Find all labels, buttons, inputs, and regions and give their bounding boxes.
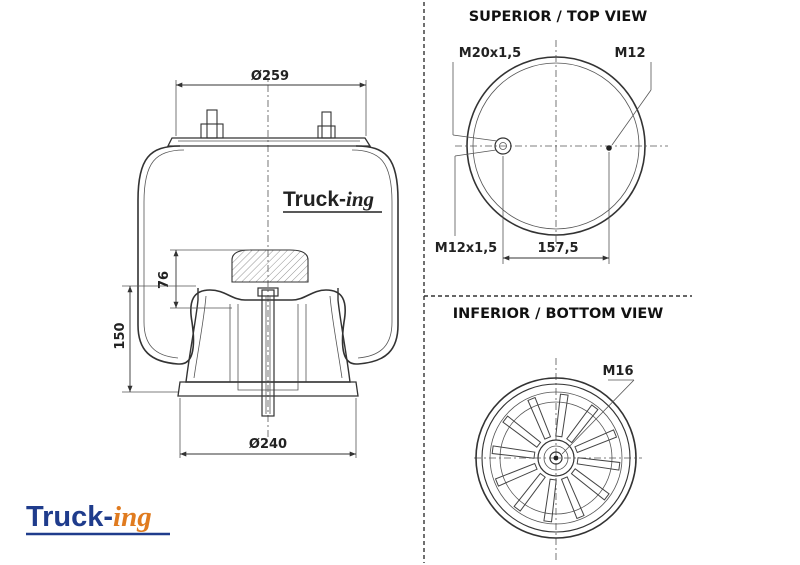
dim-top-diameter: Ø259: [175, 69, 367, 136]
piston-rib: [527, 396, 552, 440]
bottom-diameter-label: Ø240: [249, 437, 287, 452]
thread-small-top-label: M12: [614, 46, 645, 61]
top-diameter-label: Ø259: [251, 69, 289, 84]
side-view: Ø259 Ø240 76 150 Truck-ing: [113, 69, 399, 458]
height-150-label: 150: [113, 322, 128, 349]
piston-rib: [543, 478, 557, 523]
internal-bumper: [231, 249, 309, 283]
piston-ribs: [491, 393, 621, 523]
bolt-spacing-label: 157,5: [537, 241, 578, 256]
top-studs: [200, 109, 336, 139]
piston: [177, 287, 359, 417]
top-view: SUPERIOR / TOP VIEW M20x1,5 M12 M12x1,5 …: [435, 9, 668, 264]
brand-logo-text: Truck-ing: [26, 501, 152, 533]
piston-rib: [494, 462, 538, 487]
bottom-thread-label: M16: [602, 364, 633, 379]
bellow-logo: Truck-ing: [283, 187, 382, 213]
dim-bottom-diameter: Ø240: [179, 398, 357, 458]
piston-rib: [576, 457, 621, 471]
dim-76: 76: [157, 249, 250, 309]
bellow-outline: [137, 145, 399, 365]
brand-logo: Truck-ing: [26, 501, 170, 536]
top-view-header: SUPERIOR / TOP VIEW: [469, 9, 648, 25]
piston-rib: [574, 429, 618, 454]
piston-rib: [513, 472, 546, 512]
thread-large-label: M20x1,5: [459, 46, 521, 61]
bellow-logo-text: Truck-ing: [283, 187, 374, 211]
piston-rib: [555, 393, 569, 438]
dim-150: 150: [113, 285, 196, 393]
piston-rib: [560, 476, 585, 520]
piston-rib: [502, 415, 542, 448]
piston-rib: [566, 404, 599, 444]
bottom-view: INFERIOR / BOTTOM VIEW M16: [453, 306, 664, 560]
piston-rib: [491, 445, 536, 459]
thread-small-left-label: M12x1,5: [435, 241, 497, 256]
height-76-label: 76: [157, 271, 172, 289]
view-separators: [423, 2, 692, 563]
piston-rib: [570, 468, 610, 501]
bottom-view-header: INFERIOR / BOTTOM VIEW: [453, 306, 664, 322]
